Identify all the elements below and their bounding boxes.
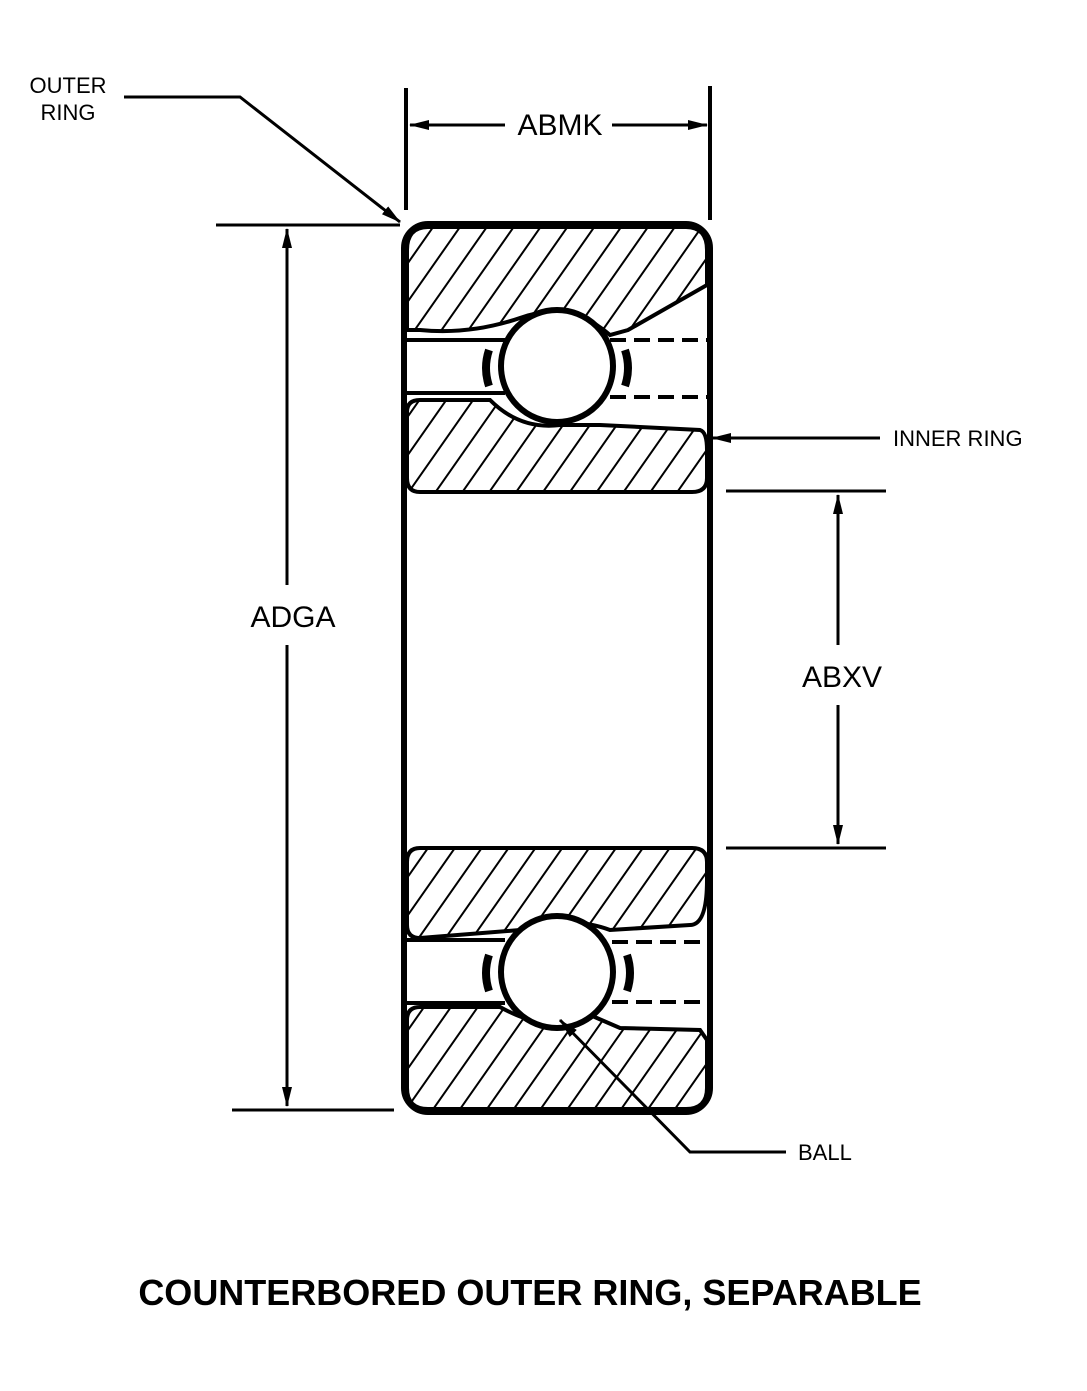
- ball-bottom: [498, 913, 616, 1031]
- cage-top-right: [621, 348, 632, 388]
- leader-outer-ring: [124, 95, 401, 224]
- outer-ring-top: [405, 225, 709, 338]
- dim-label-bore: ABXV: [802, 661, 882, 694]
- callout-outer-ring-line1: OUTER: [30, 73, 107, 98]
- cage-top-left: [482, 348, 493, 388]
- inner-ring-top: [405, 398, 709, 494]
- leader-ball: [558, 1018, 786, 1154]
- callout-ball: BALL: [798, 1140, 852, 1165]
- dim-label-width: ABMK: [517, 109, 602, 142]
- ball-top: [498, 307, 616, 425]
- cage-bottom-left: [482, 953, 493, 993]
- dim-label-outer-diameter: ADGA: [250, 601, 335, 634]
- callout-outer-ring-line2: RING: [41, 100, 96, 125]
- diagram-title: COUNTERBORED OUTER RING, SEPARABLE: [138, 1272, 921, 1313]
- callout-inner-ring: INNER RING: [893, 426, 1023, 451]
- cage-bottom-right: [623, 953, 634, 993]
- bearing-outline: [401, 221, 713, 1115]
